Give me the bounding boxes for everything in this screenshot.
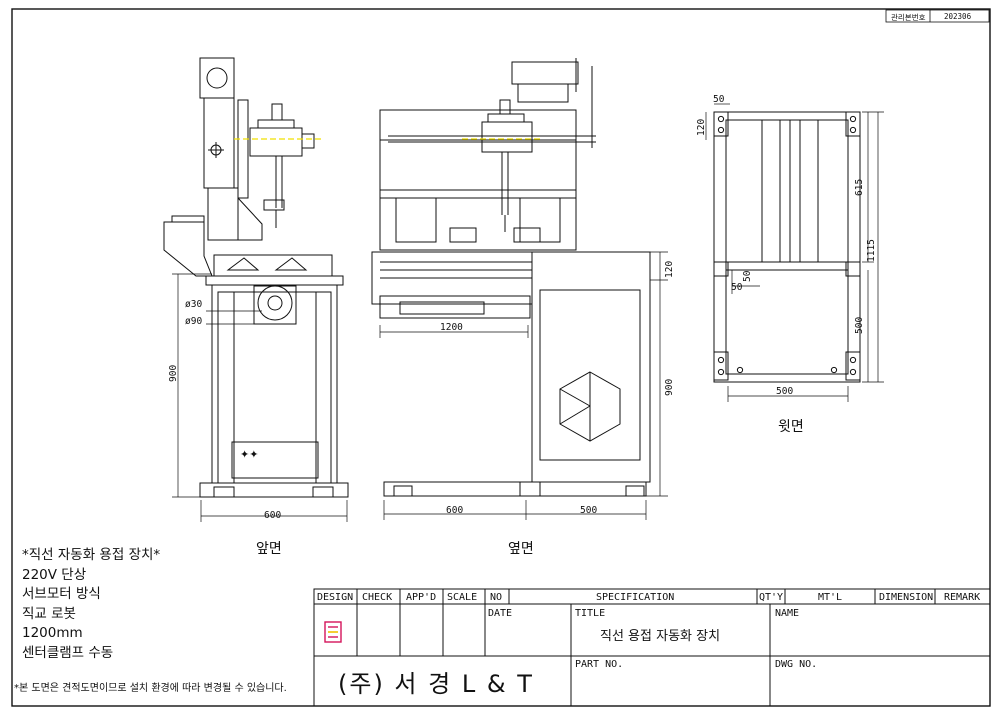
top-view	[705, 103, 884, 402]
header-no: NO	[490, 592, 503, 603]
dim-front-height: 900	[168, 364, 179, 382]
note-title: *직선 자동화 용접 장치*	[22, 547, 161, 563]
revision-box	[885, 9, 990, 23]
dim-top-length-500: 500	[854, 316, 865, 334]
dim-pipe-small: ø30	[185, 299, 203, 310]
company-name: (주) 서 경 L & T	[338, 670, 534, 698]
title-label: TITLE	[575, 608, 606, 619]
side-view-label: 옆면	[508, 541, 534, 557]
dim-top-mid-50b: 50	[742, 270, 753, 282]
revision-label: 관리본번호	[891, 13, 926, 22]
dim-front-width: 600	[264, 510, 282, 521]
revision-value: 202306	[944, 12, 972, 21]
designer-logo	[324, 621, 342, 643]
note-motor: 서브모터 방식	[22, 586, 101, 602]
spec-notes: *직선 자동화 용접 장치* 220V 단상 서브모터 방식 직교 로봇 120…	[22, 546, 160, 663]
dim-top-offset-50: 50	[713, 94, 725, 105]
header-appd: APP'D	[406, 592, 437, 603]
date-label: DATE	[488, 608, 513, 619]
dwg-no-label: DWG NO.	[775, 659, 818, 670]
dim-side-height: 900	[664, 378, 675, 396]
header-specification: SPECIFICATION	[596, 592, 675, 603]
note-power: 220V 단상	[22, 566, 87, 583]
name-label: NAME	[775, 608, 800, 619]
dim-top-total-1115: 1115	[866, 239, 877, 262]
note-clamp: 센터클램프 수동	[22, 644, 114, 661]
dim-top-width-500: 500	[776, 386, 794, 397]
dim-top-mid-50c: 50	[731, 282, 743, 293]
dim-top-length-615: 615	[854, 178, 865, 196]
note-length: 1200mm	[22, 625, 83, 641]
disclaimer: *본 도면은 견적도면이므로 설치 환경에 따라 변경될 수 있습니다.	[14, 683, 287, 694]
header-scale: SCALE	[447, 592, 478, 603]
header-design: DESIGN	[317, 592, 354, 603]
front-view	[163, 57, 349, 522]
note-robot: 직교 로봇	[22, 605, 76, 622]
title-block-grid	[313, 588, 991, 707]
header-qty: QT'Y	[759, 592, 784, 603]
dim-pipe-large: ø90	[185, 316, 203, 327]
part-no-label: PART NO.	[575, 659, 624, 670]
dim-side-rail-height: 120	[664, 260, 675, 278]
svg-text:✦✦: ✦✦	[240, 448, 258, 461]
side-view	[371, 58, 668, 520]
dim-side-rail-length: 1200	[440, 322, 463, 333]
dim-top-offset-120: 120	[696, 118, 707, 136]
header-mtl: MT'L	[818, 592, 843, 603]
header-check: CHECK	[362, 592, 393, 603]
dim-side-base-right: 500	[580, 505, 598, 516]
header-dimension: DIMENSION	[879, 592, 934, 603]
top-view-label: 윗면	[778, 419, 804, 435]
dim-side-base-left: 600	[446, 505, 464, 516]
title-value: 직선 용접 자동화 장치	[600, 629, 721, 644]
header-remark: REMARK	[944, 592, 981, 603]
front-view-label: 앞면	[256, 541, 282, 557]
front-view-markers: ✦✦	[240, 448, 258, 461]
